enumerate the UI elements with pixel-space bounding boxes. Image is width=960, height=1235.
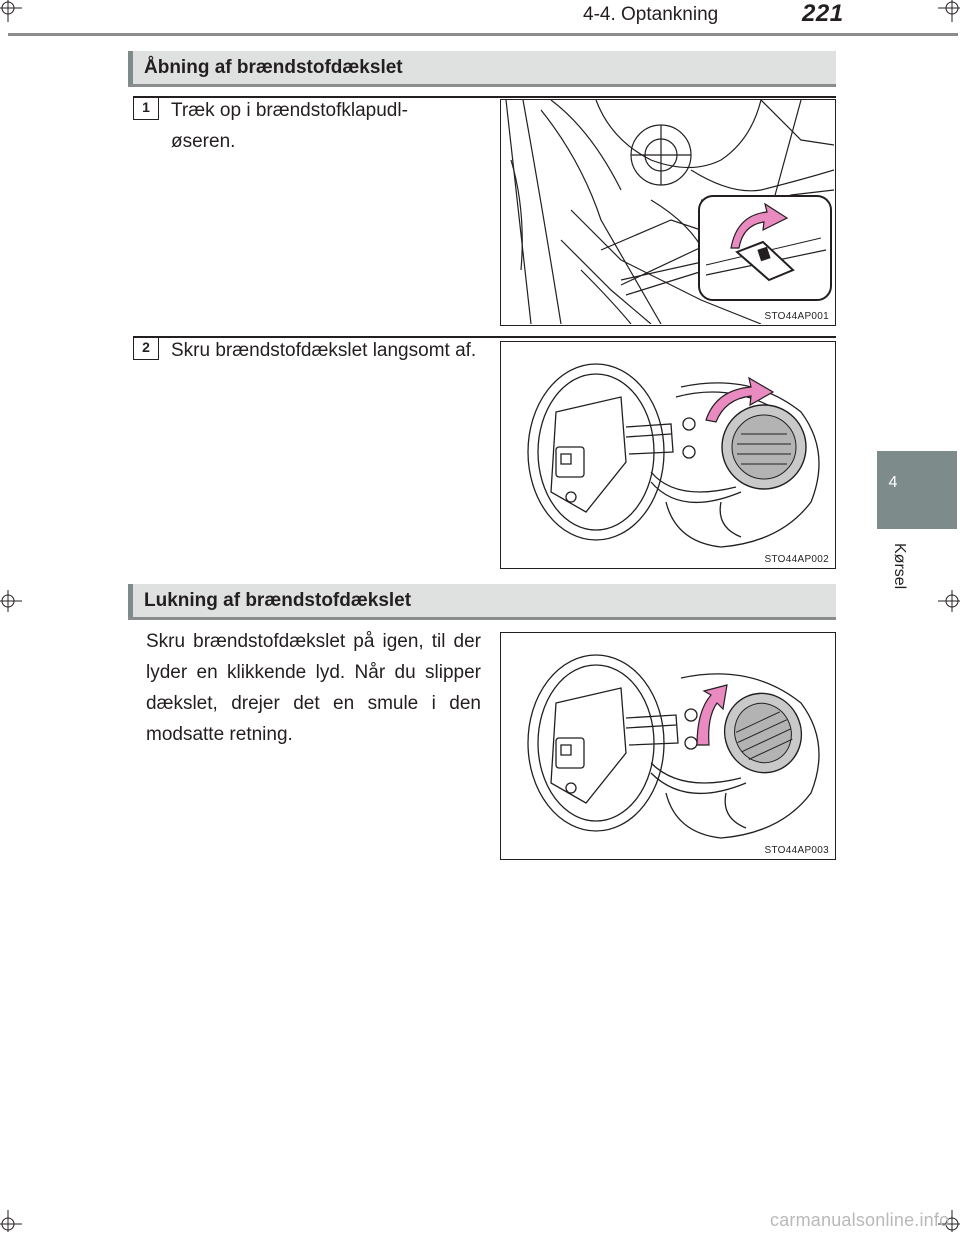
page-number: 221: [802, 0, 844, 27]
chapter-tab-label: Kørsel: [891, 543, 908, 590]
step-2-text: Skru brændstofdækslet langsomt af.: [171, 340, 477, 361]
car-interior-illustration: [505, 100, 834, 324]
step-2-badge: 2: [133, 336, 159, 360]
registration-mark-icon: [0, 1210, 22, 1232]
section-header-open: Åbning af brændstofdækslet: [128, 51, 836, 87]
section-title-close-text: Lukning af brændstofdækslet: [144, 590, 412, 611]
figure-code-1: STO44AP001: [764, 311, 829, 322]
figure-code-2: STO44AP002: [764, 554, 829, 565]
figure-fuel-release-lever: STO44AP001: [500, 99, 836, 326]
chapter-tab-number: 4: [888, 474, 898, 491]
step-1-badge: 1: [133, 96, 159, 120]
figure-tighten-fuel-cap: STO44AP003: [500, 632, 836, 860]
section-header-close: Åbning af brændstofdækslet Lukning af br…: [128, 584, 836, 620]
figure-unscrew-fuel-cap: STO44AP002: [500, 341, 836, 569]
fuel-cap-close-illustration: [527, 654, 820, 839]
running-header-section: 4-4. Optankning: [583, 4, 719, 25]
registration-mark-icon: [0, 590, 22, 612]
header-rule: [8, 33, 958, 36]
step-2-rule: [133, 336, 836, 338]
chapter-tab: [877, 451, 957, 529]
section-title-open: Åbning af brændstofdækslet: [144, 57, 403, 78]
section-header-bar: [128, 584, 133, 617]
footer-watermark[interactable]: carmanualsonline.info: [770, 1210, 950, 1230]
close-instructions-text: Skru brændstofdækslet på igen, til der l…: [146, 631, 481, 745]
registration-mark-icon: [938, 1210, 960, 1232]
section-header-bar: [128, 51, 133, 84]
figure-code-3: STO44AP003: [764, 845, 829, 856]
registration-mark-icon: [938, 0, 960, 22]
step-1-rule: [133, 96, 836, 98]
fuel-cap-open-illustration: [527, 363, 820, 548]
step-1-text: Træk op i brændstofklapudl-øseren.: [171, 100, 408, 152]
registration-mark-icon: [0, 0, 22, 22]
registration-mark-icon: [938, 590, 960, 612]
